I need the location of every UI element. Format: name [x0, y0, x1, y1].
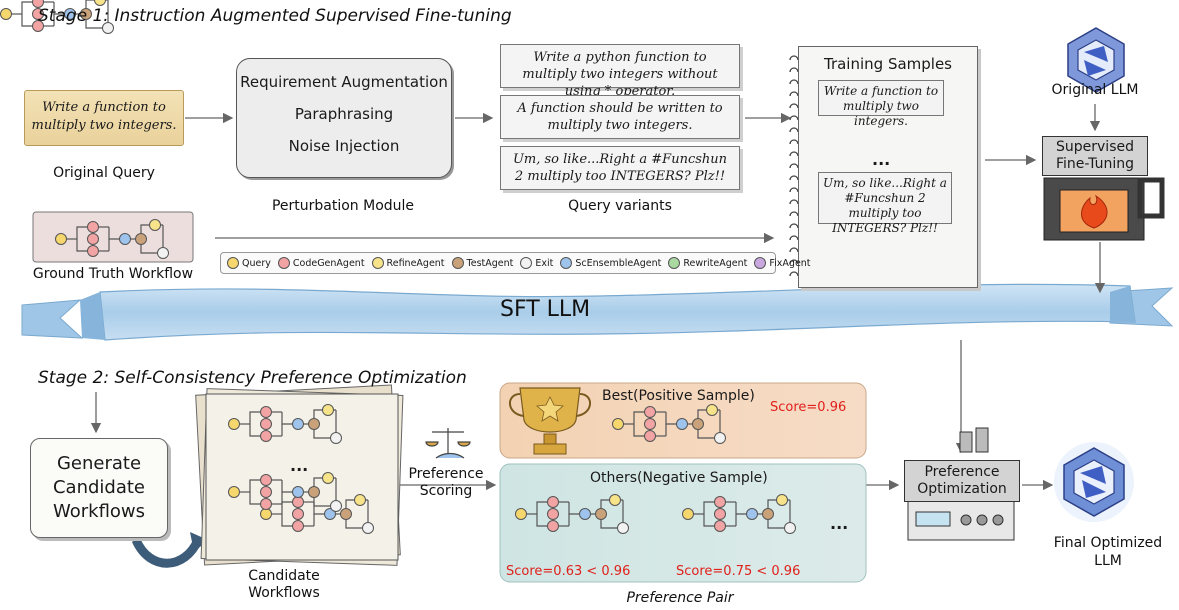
best-score: Score=0.96 — [770, 400, 847, 415]
legend-item-codegenagent: CodeGenAgent — [277, 257, 365, 269]
others-ellipsis: ... — [830, 514, 849, 533]
perturbation-module-label: Perturbation Module — [271, 198, 415, 214]
notebook-spiral — [789, 55, 799, 277]
llm-logo-icon — [1067, 27, 1125, 93]
preference-scoring-label: Preference Scoring — [408, 466, 484, 499]
original-query-scroll: Write a function to multiply two integer… — [24, 90, 184, 146]
training-samples-title: Training Samples — [823, 55, 952, 73]
final-llm-logo-icon — [1054, 442, 1134, 522]
legend-item-exit: Exit — [520, 257, 553, 269]
stage2-title: Stage 2: Self-Consistency Preference Opt… — [38, 368, 467, 388]
legend-item-scensembleagent: ScEnsembleAgent — [560, 257, 661, 269]
trophy-icon — [509, 387, 591, 455]
negative-score-2: Score=0.75 < 0.96 — [676, 564, 801, 579]
others-title: Others(Negative Sample) — [590, 470, 768, 486]
training-sample-2: Um, so like...Right a #Funcshun 2 multip… — [818, 172, 952, 235]
query-variants-label: Query variants — [568, 198, 672, 214]
preference-optimization-label: Preference Optimization — [904, 460, 1020, 502]
legend-item-rewriteagent: RewriteAgent — [668, 257, 747, 269]
sft-label: Supervised Fine-Tuning — [1042, 136, 1148, 176]
requirement-augmentation-title: Requirement Augmentation — [240, 73, 448, 91]
preference-pair-label: Preference Pair — [626, 590, 734, 606]
candidate-workflows-label: Candidate Workflows — [248, 568, 320, 601]
gt-workflow-label: Ground Truth Workflow — [32, 266, 194, 282]
original-query-label: Original Query — [53, 165, 155, 181]
candidate-ellipsis: ... — [290, 456, 309, 475]
training-sample-1: Write a function to multiply two integer… — [818, 80, 944, 128]
original-llm-label: Original LLM — [1051, 82, 1139, 98]
paraphrasing-label: Paraphrasing — [294, 105, 394, 123]
legend-item-refineagent: RefineAgent — [371, 257, 445, 269]
perturbation-module-box: Requirement Augmentation Paraphrasing No… — [236, 58, 452, 178]
workflow-graph — [0, 0, 114, 34]
query-variant-2: A function should be written to multiply… — [500, 95, 740, 139]
noise-injection-label: Noise Injection — [288, 137, 400, 155]
sft-banner — [21, 283, 1174, 341]
training-samples-ellipsis: ... — [872, 150, 891, 169]
agent-legend: Query CodeGenAgent RefineAgent TestAgent… — [220, 252, 811, 274]
final-llm-label: Final Optimized LLM — [1053, 535, 1163, 569]
curved-arrow-generate — [131, 537, 203, 568]
generate-candidates-box: Generate Candidate Workflows — [30, 438, 168, 538]
sft-furnace-icon — [1043, 177, 1165, 241]
others-panel — [499, 463, 867, 583]
negative-score-1: Score=0.63 < 0.96 — [506, 564, 631, 579]
stage1-title: Stage 1: Instruction Augmented Supervise… — [38, 6, 512, 26]
best-title: Best(Positive Sample) — [602, 388, 755, 404]
legend-item-testagent: TestAgent — [451, 257, 513, 269]
balance-scale-icon — [425, 428, 471, 459]
legend-item-fixagent: FixAgent — [754, 257, 811, 269]
legend-item-query: Query — [227, 257, 271, 269]
query-variant-3: Um, so like...Right a #Funcshun 2 multip… — [500, 146, 740, 190]
query-variant-1: Write a python function to multiply two … — [500, 44, 740, 99]
po-machine-icon — [907, 427, 1015, 541]
sft-llm-banner-label: SFT LLM — [500, 297, 591, 322]
